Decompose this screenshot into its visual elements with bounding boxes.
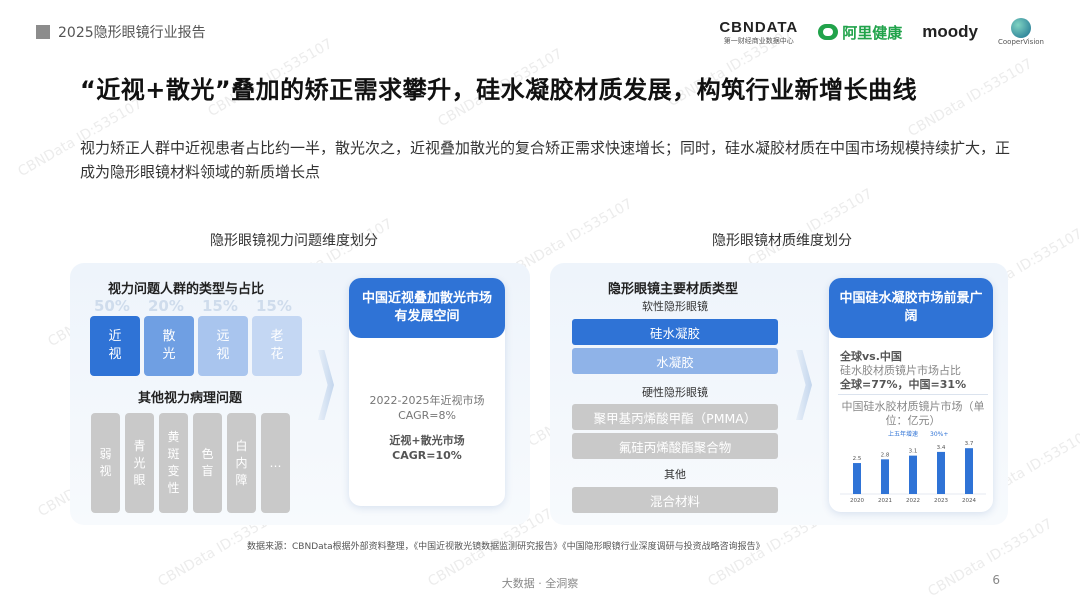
chart-tick-label: 2023: [934, 498, 948, 504]
chart-bar: [909, 455, 917, 494]
alihealth-logo: 阿里健康: [818, 22, 902, 43]
other-problem-box: 黄斑变性: [159, 413, 188, 513]
moody-logo: moody: [922, 22, 979, 41]
myopia-market-cagr: CAGR=8%: [398, 409, 456, 422]
vision-type-box: 散光: [144, 316, 194, 376]
chart-tick-label: 2022: [906, 498, 920, 504]
globe-icon: [1011, 18, 1031, 38]
partner-logos: CBNDATA 第一财经商业数据中心 阿里健康 moody CooperVisi…: [719, 18, 1044, 46]
cbndata-logo: CBNDATA 第一财经商业数据中心: [719, 19, 798, 46]
material-hydrogel: 水凝胶: [572, 348, 778, 374]
left-section-label: 隐形眼镜视力问题维度划分: [210, 233, 378, 249]
material-fluorosilicone: 氟硅丙烯酸酯聚合物: [572, 433, 778, 459]
other-problem-box: 弱视: [91, 413, 120, 513]
other-problem-box: …: [261, 413, 290, 513]
chart-value-label: 3.7: [965, 441, 974, 447]
right-section-label: 隐形眼镜材质维度划分: [712, 233, 852, 249]
soft-lens-label: 软性隐形眼镜: [642, 300, 708, 313]
header-square-icon: [36, 25, 50, 39]
vision-type-percent: 50%: [94, 297, 130, 315]
chart-caption: 中国硅水胶材质镜片市场（单位：亿元）: [841, 400, 985, 427]
vision-type-percent: 15%: [202, 297, 238, 315]
alihealth-logo-text: 阿里健康: [842, 23, 903, 42]
right-market-card-title: 中国硅水凝胶市场前景广阔: [829, 278, 993, 338]
left-market-card: 中国近视叠加散光市场有发展空间: [349, 278, 505, 506]
report-header: 2025隐形眼镜行业报告: [36, 22, 206, 42]
combined-market-cagr: CAGR=10%: [392, 449, 462, 462]
chart-value-label: 3.4: [937, 445, 946, 451]
materials-title: 隐形眼镜主要材质类型: [608, 282, 739, 297]
share-compare-label: 全球vs.中国: [840, 350, 902, 363]
chart-bar: [881, 459, 889, 494]
alihealth-mark-icon: [818, 24, 839, 40]
types-title: 视力问题人群的类型与占比: [108, 282, 265, 297]
material-silicone-hydrogel: 硅水凝胶: [572, 319, 778, 345]
myopia-market-line1: 2022-2025年近视市场: [369, 394, 485, 407]
chart-tick-label: 2020: [850, 498, 864, 504]
chart-value-label: 3.1: [909, 449, 918, 455]
silicone-market-bar-chart: 上五年增速 30%+ 2.5 2020 2.8 2021 3.1 2022 3.4 2023 3.7…: [840, 430, 986, 504]
other-problem-box: 白内障: [227, 413, 256, 513]
chart-value-label: 2.8: [881, 452, 890, 458]
left-market-card-title: 中国近视叠加散光市场有发展空间: [349, 278, 505, 338]
cbndata-logo-text: CBNDATA: [719, 18, 799, 36]
material-hybrid: 混合材料: [572, 487, 778, 513]
other-problem-box: 色盲: [193, 413, 222, 513]
watermark-text: CBNData ID:535107: [745, 185, 876, 271]
chart-bar: [937, 451, 945, 494]
card-divider: [838, 394, 988, 395]
vision-type-percent: 20%: [148, 297, 184, 315]
vision-type-box: 远视: [198, 316, 248, 376]
other-material-label: 其他: [664, 468, 686, 481]
hard-lens-label: 硬性隐形眼镜: [642, 386, 708, 399]
slide-title: “近视+散光”叠加的矫正需求攀升，硅水凝胶材质发展，构筑行业新增长曲线: [80, 76, 918, 104]
share-desc: 硅水胶材质镜片市场占比: [840, 364, 961, 377]
coopervision-logo-text: CooperVision: [998, 38, 1044, 46]
vision-type-box: 老花: [252, 316, 302, 376]
chart-bar: [853, 463, 861, 494]
slide-description: 视力矫正人群中近视患者占比约一半，散光次之，近视叠加散光的复合矫正需求快速增长；…: [80, 139, 1011, 181]
report-title: 2025隐形眼镜行业报告: [58, 25, 206, 41]
chart-tick-label: 2021: [878, 498, 892, 504]
chart-legend-value: 30%+: [930, 431, 948, 438]
combined-market-line: 近视+散光市场: [389, 434, 465, 447]
coopervision-logo: CooperVision: [998, 18, 1044, 46]
other-problems-title: 其他视力病理问题: [138, 391, 243, 406]
page-number: 6: [992, 573, 1000, 587]
vision-type-box: 近视: [90, 316, 140, 376]
chart-bar: [965, 448, 973, 494]
chart-value-label: 2.5: [853, 456, 862, 462]
chart-legend-label: 上五年增速: [888, 430, 918, 438]
data-source-note: 数据来源：CBNData根据外部资料整理，《中国近视散光镜数据监测研究报告》《中…: [247, 542, 765, 552]
vision-type-percent: 15%: [256, 297, 292, 315]
other-problem-box: 青光眼: [125, 413, 154, 513]
material-pmma: 聚甲基丙烯酸甲酯（PMMA）: [572, 404, 778, 430]
watermark-text: CBNData ID:535107: [905, 55, 1036, 141]
share-values: 全球=77%，中国=31%: [840, 378, 967, 391]
cbndata-logo-subtext: 第一财经商业数据中心: [723, 36, 794, 45]
chart-tick-label: 2024: [962, 498, 976, 504]
footer-slogan: 大数据 · 全洞察: [501, 577, 579, 590]
